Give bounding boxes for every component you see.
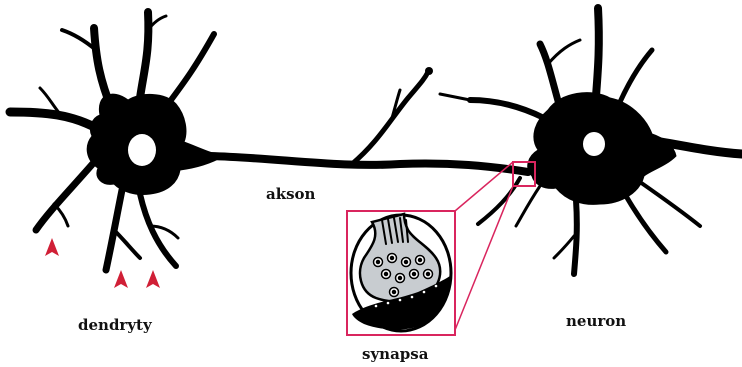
dendrite-arrow — [146, 270, 160, 288]
axon-shaft — [210, 156, 528, 172]
dendrite — [626, 196, 666, 252]
dendrite — [548, 40, 580, 64]
dendrite — [620, 50, 652, 102]
callout-line-bottom — [455, 186, 513, 330]
dendrite-markers — [45, 238, 160, 288]
dendrite — [168, 34, 214, 104]
axon-label: akson — [266, 185, 315, 203]
dendrite — [516, 186, 540, 226]
dendrite-arrow — [45, 238, 59, 256]
axon-terminal — [425, 67, 433, 75]
dendrite — [140, 12, 148, 98]
neuron-label: neuron — [566, 312, 626, 330]
dendrite — [54, 204, 68, 226]
dendrite — [640, 182, 700, 226]
dendrite — [140, 194, 176, 266]
axon-collateral — [352, 72, 428, 164]
dendrite — [596, 8, 599, 96]
dendrite — [440, 94, 470, 100]
right-nucleus — [583, 132, 605, 156]
dendrite-arrow — [114, 270, 128, 288]
synapse-callout — [347, 162, 535, 335]
axon — [210, 67, 528, 224]
dendrites-label: dendryty — [78, 316, 152, 334]
dendrite — [554, 236, 574, 258]
synapse-label: synapsa — [362, 345, 428, 363]
dendrite — [114, 230, 140, 258]
dendrite — [470, 100, 544, 118]
dendrite — [10, 112, 100, 130]
left-nucleus — [128, 134, 156, 166]
left-neuron — [10, 12, 224, 270]
